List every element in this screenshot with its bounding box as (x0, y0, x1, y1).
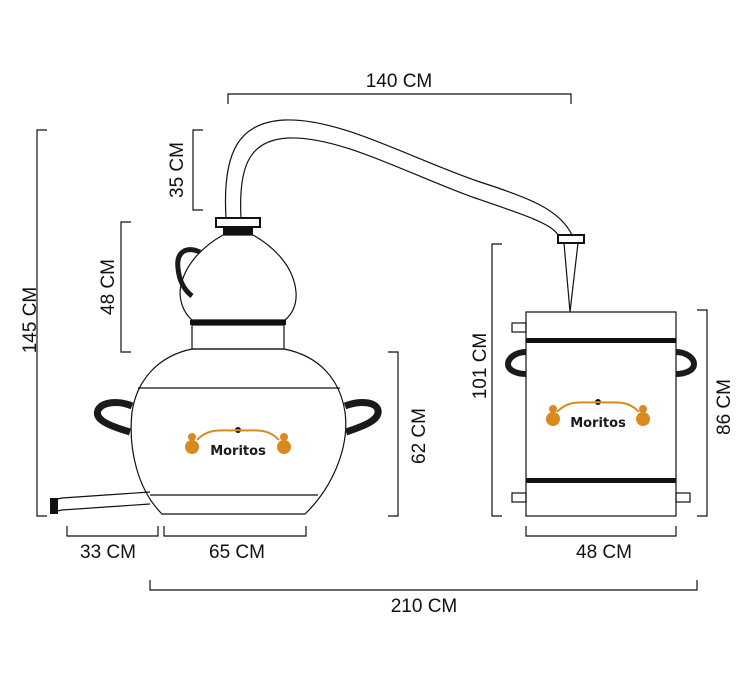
condenser: Moritos (504, 234, 698, 517)
dim-pipe-span-label: 140 CM (366, 71, 433, 92)
dimension-condenser-total-height: 101 CM (470, 243, 502, 517)
dim-condenser-body-height-label: 86 CM (714, 379, 735, 435)
dimension-condenser-body-height: 86 CM (697, 309, 735, 517)
condenser-logo: Moritos (546, 399, 650, 431)
dim-pot-height-label: 62 CM (409, 408, 430, 464)
dim-total-width-label: 210 CM (391, 596, 458, 617)
dimension-total-width: 210 CM (149, 580, 698, 617)
dim-pot-base-width-label: 65 CM (209, 542, 265, 563)
dim-condenser-total-height-label: 101 CM (470, 333, 491, 400)
dimension-pot-base-width: 65 CM (163, 526, 307, 563)
dimension-pot-height: 62 CM (388, 351, 430, 517)
dim-helmet-height-label: 48 CM (98, 259, 119, 315)
pot-brand-text: Moritos (210, 444, 266, 459)
dimension-pipe-height: 35 CM (167, 129, 203, 211)
still-pot: Moritos (50, 348, 382, 515)
dimension-spout-length: 33 CM (66, 526, 159, 563)
dim-condenser-width-label: 48 CM (576, 542, 632, 563)
swan-neck-pipe (224, 119, 573, 236)
pot-logo: Moritos (185, 427, 291, 459)
dim-total-height-label: 145 CM (20, 287, 41, 354)
dim-pipe-height-label: 35 CM (167, 142, 188, 198)
condenser-brand-text: Moritos (570, 416, 626, 431)
dimension-total-height: 145 CM (20, 129, 47, 517)
dimension-helmet-height: 48 CM (98, 221, 131, 353)
dim-spout-length-label: 33 CM (80, 542, 136, 563)
dimension-condenser-width: 48 CM (525, 526, 677, 563)
still-helmet (175, 217, 297, 350)
dimension-pipe-span: 140 CM (227, 71, 572, 104)
